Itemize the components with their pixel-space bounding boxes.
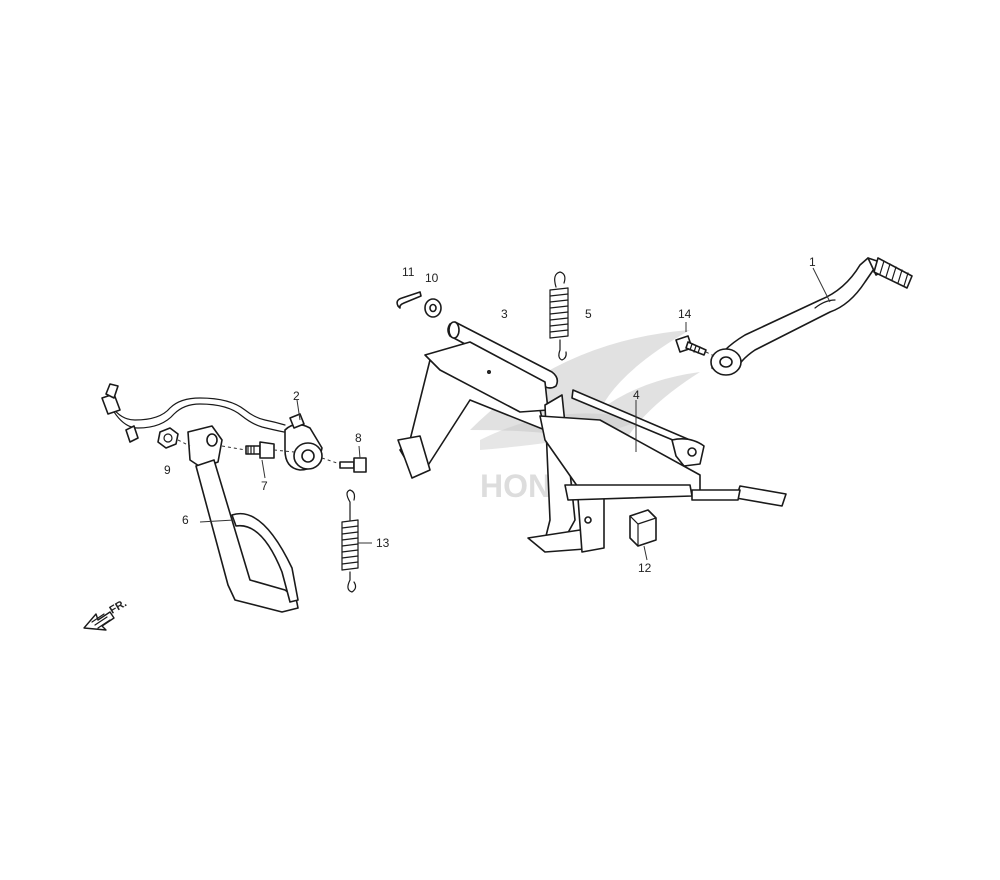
callout-leaders (199, 267, 831, 561)
part-8-bolt[interactable] (339, 457, 367, 473)
part-6-brake-pedal[interactable] (187, 425, 299, 613)
part-7-bolt[interactable] (245, 441, 275, 459)
callout-3: 3 (501, 307, 508, 321)
part-4-stand-arm[interactable] (539, 389, 787, 507)
part-9-nut[interactable] (157, 427, 179, 449)
assembly-guide-lines (177, 351, 715, 465)
part-5-spring[interactable] (549, 271, 569, 361)
arrow-left-down-icon (83, 611, 115, 631)
front-direction-indicator: FR. (83, 597, 129, 631)
callout-2: 2 (293, 389, 300, 403)
callout-9: 9 (164, 463, 171, 477)
callout-11: 11 (402, 265, 415, 279)
callout-5: 5 (585, 307, 592, 321)
callout-7: 7 (261, 479, 268, 493)
fr-label: FR. (108, 597, 129, 616)
callout-6: 6 (182, 513, 189, 527)
callout-14: 14 (678, 307, 692, 321)
part-14-bolt[interactable] (675, 335, 707, 356)
callout-8: 8 (355, 431, 362, 445)
pedal-grip (873, 257, 913, 289)
part-12-stopper[interactable] (629, 509, 657, 547)
part-3-main-stand[interactable] (397, 321, 605, 553)
callout-numbers: 1 2 3 4 5 6 7 8 9 10 11 12 13 14 (164, 255, 816, 575)
part-1-pedal-arm[interactable] (710, 257, 913, 376)
callout-13: 13 (376, 536, 390, 550)
part-2-switch-cable[interactable] (101, 383, 323, 471)
callout-4: 4 (633, 388, 640, 402)
part-13-spring[interactable] (341, 489, 359, 593)
callout-12: 12 (638, 561, 652, 575)
part-11-cotter-pin[interactable] (396, 291, 422, 309)
callout-1: 1 (809, 255, 816, 269)
callout-10: 10 (425, 271, 439, 285)
part-10-washer[interactable] (424, 298, 442, 318)
